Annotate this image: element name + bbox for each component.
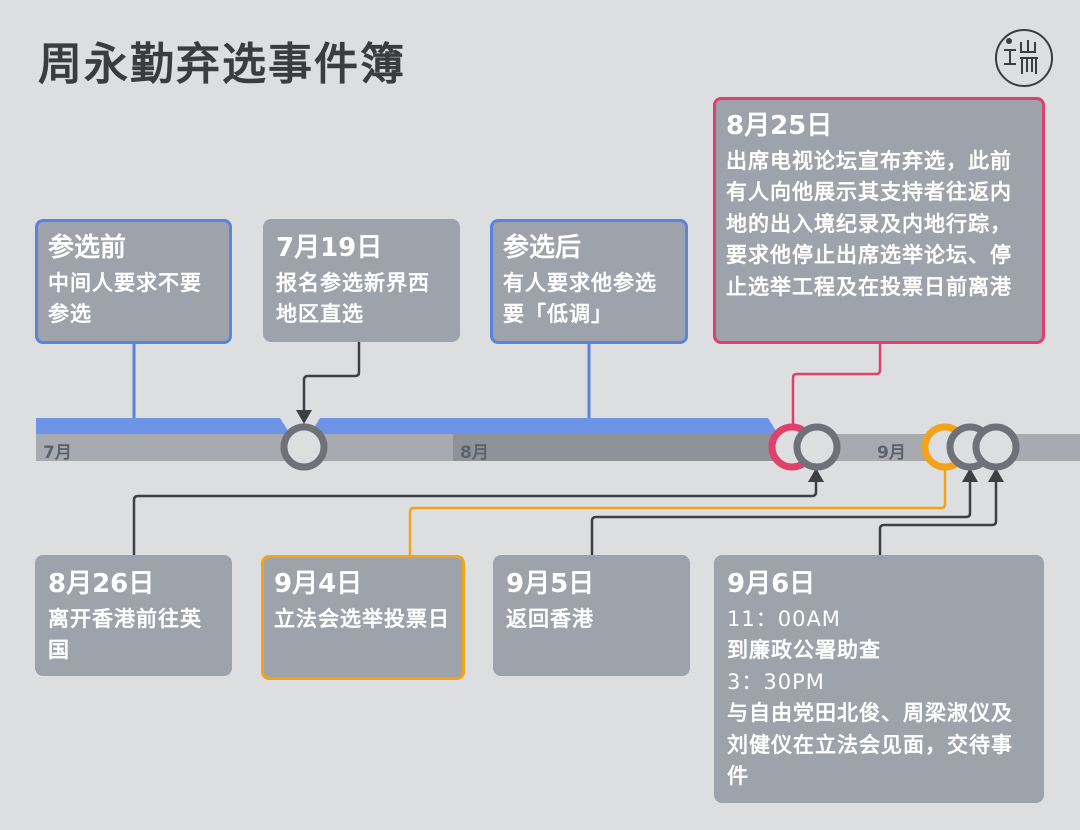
sep6-marker	[972, 423, 1020, 471]
sep6-connector	[878, 480, 998, 555]
event-card-sep5: 9月5日 返回香港	[493, 555, 690, 676]
event-card-sep4: 9月4日 立法会选举投票日	[261, 555, 465, 680]
event-before-body: 中间人要求不要参选	[48, 270, 202, 327]
sep5-connector	[590, 480, 972, 555]
month-label-august: 8月	[460, 443, 489, 463]
jul19-marker	[280, 423, 328, 471]
aug26-marker	[793, 423, 841, 471]
month-label-july: 7月	[43, 443, 72, 463]
event-before-head: 参选前	[48, 233, 127, 263]
jul19-arrow	[296, 410, 312, 424]
event-sep6-body1: 到廉政公署助查	[727, 638, 881, 663]
event-sep6-head: 9月6日	[727, 569, 816, 599]
event-sep4-head: 9月4日	[274, 569, 363, 599]
aug25-connector	[791, 344, 882, 428]
event-card-jul19: 7月19日 报名参选新界西地区直选	[263, 219, 460, 342]
event-jul19-body: 报名参选新界西地区直选	[276, 270, 430, 327]
aug26-arrow	[808, 468, 824, 482]
event-card-after: 参选后 有人要求他参选要「低调」	[490, 219, 688, 344]
after-band	[310, 418, 778, 434]
event-jul19-head: 7月19日	[276, 233, 383, 263]
august-track	[453, 434, 783, 461]
event-sep6-body2: 与自由党田北俊、周梁淑仪及刘健仪在立法会见面，交待事件	[727, 701, 1013, 789]
event-after-body: 有人要求他参选要「低调」	[503, 270, 657, 327]
event-after-head: 参选后	[503, 233, 582, 263]
aug26-connector	[132, 480, 818, 555]
event-card-sep6: 9月6日 11：00AM 到廉政公署助查 3：30PM 与自由党田北俊、周梁淑仪…	[714, 555, 1044, 803]
event-aug25-head: 8月25日	[726, 111, 833, 141]
event-card-aug26: 8月26日 离开香港前往英国	[35, 555, 232, 676]
logo	[995, 29, 1053, 87]
page-title: 周永勤弃选事件簿	[38, 39, 406, 90]
jul19-connector	[302, 342, 361, 412]
month-label-september: 9月	[877, 443, 906, 463]
sep6-arrow	[988, 468, 1004, 482]
event-aug26-head: 8月26日	[48, 569, 155, 599]
event-sep4-body: 立法会选举投票日	[274, 606, 450, 631]
event-sep6-time2: 3：30PM	[727, 669, 825, 694]
before-band	[36, 418, 290, 434]
event-aug25-body: 出席电视论坛宣布弃选，此前有人向他展示其支持者往返内地的出入境纪录及内地行踪，要…	[726, 148, 1012, 299]
event-aug26-body: 离开香港前往英国	[48, 606, 202, 663]
sep4-connector	[408, 470, 947, 555]
event-sep5-body: 返回香港	[506, 606, 594, 631]
event-sep6-time1: 11：00AM	[727, 606, 841, 631]
sep5-arrow	[962, 468, 978, 482]
event-sep5-head: 9月5日	[506, 569, 595, 599]
event-card-before: 参选前 中间人要求不要参选	[35, 219, 232, 344]
event-card-aug25: 8月25日 出席电视论坛宣布弃选，此前有人向他展示其支持者往返内地的出入境纪录及…	[713, 97, 1045, 344]
